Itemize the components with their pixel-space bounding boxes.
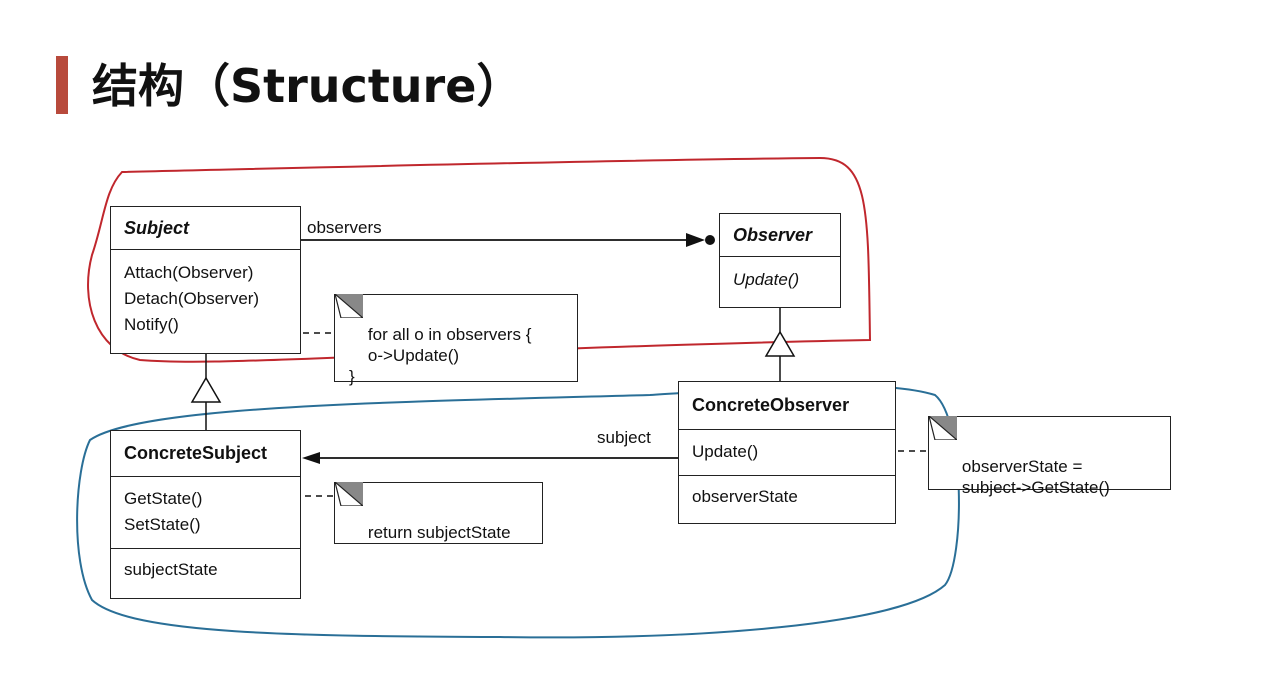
observer-class: Observer Update() (719, 213, 841, 308)
concrete-subject-state: subjectState (111, 548, 300, 591)
update-note-text: observerState = subject->GetState() (961, 457, 1110, 497)
observer-inheritance-triangle (764, 330, 796, 357)
subject-class: Subject Attach(Observer) Detach(Observer… (110, 206, 301, 354)
note-corner-icon (335, 294, 363, 318)
subject-operations: Attach(Observer) Detach(Observer) Notify… (111, 249, 300, 348)
subject-class-name: Subject (124, 218, 190, 238)
note-corner-icon (929, 416, 957, 440)
subject-op-notify: Notify() (124, 315, 179, 334)
subject-arrowhead (302, 452, 320, 464)
concrete-subject-class-name: ConcreteSubject (124, 443, 268, 463)
concrete-subject-class: ConcreteSubject GetState() SetState() su… (110, 430, 301, 599)
getstate-note: return subjectState (334, 482, 543, 544)
subject-association-label: subject (597, 428, 651, 447)
getstate-note-text: return subjectState (367, 523, 511, 542)
concrete-observer-class: ConcreteObserver Update() observerState (678, 381, 896, 524)
title-accent-bar (56, 56, 68, 114)
notify-note-text: for all o in observers { o->Update() } (349, 325, 532, 386)
observers-multiplicity-dot (705, 235, 715, 245)
subject-op-attach: Attach(Observer) (124, 263, 254, 282)
observer-op-update: Update() (733, 270, 800, 289)
concrete-observer-state: observerState (679, 475, 895, 518)
concrete-subject-op-getstate: GetState() (124, 489, 203, 508)
concrete-observer-class-name: ConcreteObserver (692, 395, 850, 415)
observers-association-label: observers (307, 218, 382, 237)
page-title: 结构（Structure） (92, 59, 523, 113)
subject-inheritance-triangle (190, 376, 222, 403)
concrete-observer-op-update: Update() (692, 442, 759, 461)
update-note: observerState = subject->GetState() (928, 416, 1171, 497)
red-annotation-loop (87, 156, 872, 363)
subject-op-detach: Detach(Observer) (124, 289, 260, 308)
observers-arrowhead (686, 233, 705, 247)
notify-note: for all o in observers { o->Update() } (334, 294, 578, 386)
note-corner-icon (335, 482, 363, 506)
observer-class-name: Observer (733, 225, 813, 245)
concrete-observer-operations: Update() (679, 429, 895, 475)
observer-operations: Update() (720, 256, 840, 303)
blue-annotation-loop (76, 384, 960, 639)
concrete-subject-operations: GetState() SetState() (111, 476, 300, 548)
concrete-subject-op-setstate: SetState() (124, 515, 201, 534)
